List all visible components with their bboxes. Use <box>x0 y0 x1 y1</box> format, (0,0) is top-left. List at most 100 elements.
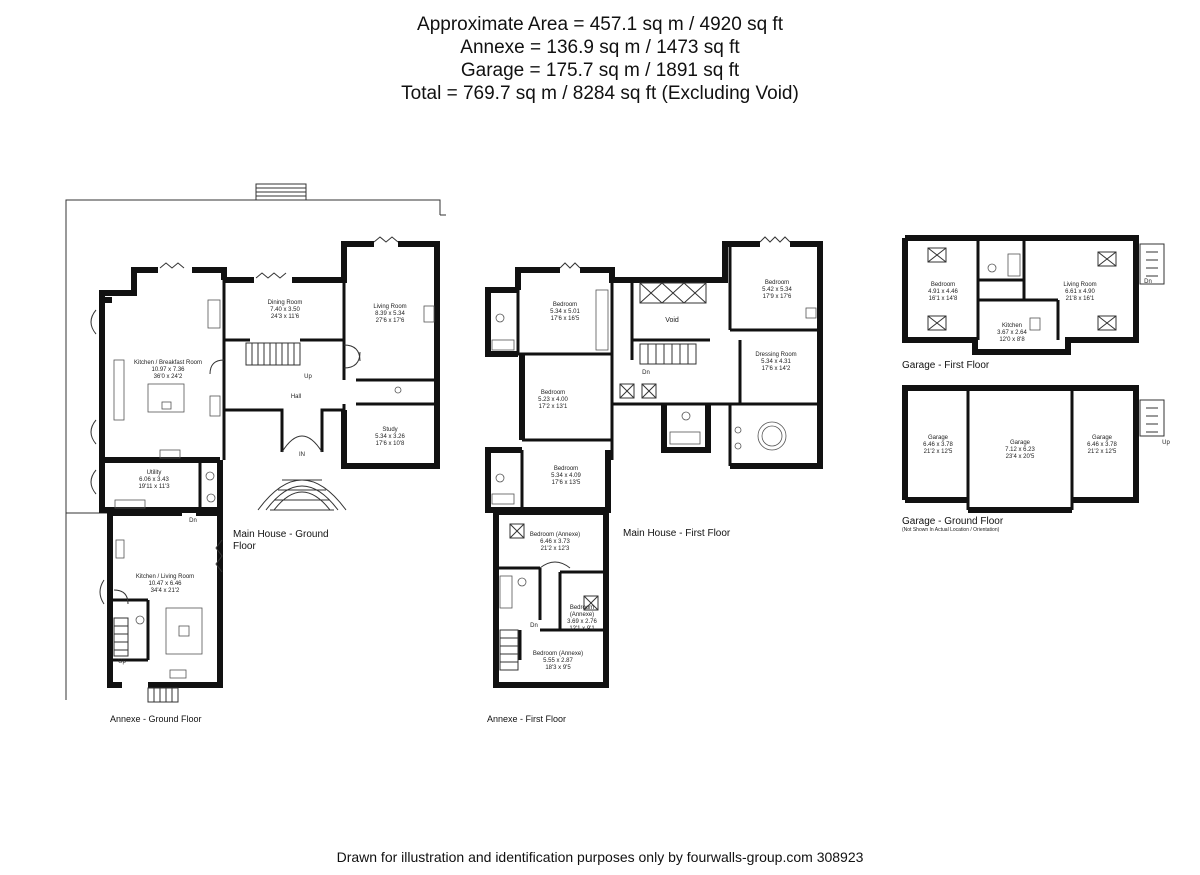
svg-text:Bedroom (Annexe): Bedroom (Annexe) <box>533 651 583 657</box>
hall-label: Hall <box>291 394 301 400</box>
svg-text:21'2 x 12'5: 21'2 x 12'5 <box>1088 449 1117 455</box>
annexe-ground-label: Annexe - Ground Floor <box>110 714 202 724</box>
garage-first-floor <box>902 235 1165 355</box>
svg-text:21'2 x 12'3: 21'2 x 12'3 <box>541 546 570 552</box>
svg-text:18'3 x 9'5: 18'3 x 9'5 <box>545 665 571 671</box>
garage-stairs-up-label: Up <box>1162 440 1170 446</box>
garage-stairs-down-label: Dn <box>1144 279 1152 285</box>
svg-text:Garage: Garage <box>1092 435 1113 441</box>
svg-text:10.97 x 7.36: 10.97 x 7.36 <box>151 367 185 373</box>
svg-text:Bedroom: Bedroom <box>931 282 955 288</box>
room-label-annexe-bedroom-2: Bedroom (Annexe) 3.69 x 2.76 12'1 x 9'1 <box>567 605 597 632</box>
total-area: Total = 769.7 sq m / 8284 sq ft (Excludi… <box>401 83 799 104</box>
stairs-up-label: Up <box>304 374 312 380</box>
annexe-first-label: Annexe - First Floor <box>487 714 566 724</box>
svg-text:Kitchen / Living Room: Kitchen / Living Room <box>136 574 194 580</box>
svg-text:6.61 x 4.90: 6.61 x 4.90 <box>1065 289 1095 295</box>
svg-text:5.23 x 4.00: 5.23 x 4.00 <box>538 397 568 403</box>
footer-disclaimer: Drawn for illustration and identificatio… <box>336 849 864 865</box>
svg-text:17'6 x 16'5: 17'6 x 16'5 <box>551 316 580 322</box>
svg-text:17'2 x 13'1: 17'2 x 13'1 <box>539 404 568 410</box>
svg-text:6.46 x 3.78: 6.46 x 3.78 <box>923 442 953 448</box>
main-house-ground-floor <box>65 183 446 700</box>
svg-text:6.06 x 3.43: 6.06 x 3.43 <box>139 477 169 483</box>
garage-ground-floor <box>902 385 1165 513</box>
room-label-living: Living Room 8.39 x 5.34 27'6 x 17'6 <box>373 304 406 324</box>
svg-text:Garage: Garage <box>928 435 949 441</box>
svg-text:21'8 x 16'1: 21'8 x 16'1 <box>1066 296 1095 302</box>
svg-text:17'9 x 17'6: 17'9 x 17'6 <box>763 294 792 300</box>
room-label-bedroom-2: Bedroom 5.42 x 5.34 17'9 x 17'6 <box>762 280 792 300</box>
annexe-area: Annexe = 136.9 sq m / 1473 sq ft <box>460 37 740 58</box>
svg-text:21'2 x 12'5: 21'2 x 12'5 <box>924 449 953 455</box>
garage-ground-label: Garage - Ground Floor <box>902 516 1004 527</box>
svg-text:Living Room: Living Room <box>373 304 406 310</box>
svg-text:5.34 x 5.01: 5.34 x 5.01 <box>550 309 580 315</box>
room-label-garage-1: Garage 6.46 x 3.78 21'2 x 12'5 <box>923 435 953 455</box>
svg-text:36'0 x 24'2: 36'0 x 24'2 <box>154 374 183 380</box>
annexe-ground-floor <box>99 510 223 703</box>
svg-text:5.34 x 4.31: 5.34 x 4.31 <box>761 359 791 365</box>
annexe-first-floor <box>493 509 609 688</box>
stairs-down-label: Dn <box>642 370 650 376</box>
room-label-garage-2: Garage 7.12 x 6.23 23'4 x 20'5 <box>1005 440 1035 460</box>
svg-text:5.34 x 4.09: 5.34 x 4.09 <box>551 473 581 479</box>
room-label-utility: Utility 6.06 x 3.43 19'11 x 11'3 <box>138 470 170 490</box>
svg-text:Dressing Room: Dressing Room <box>755 352 796 358</box>
room-label-kitchen-living: Kitchen / Living Room 10.47 x 6.46 34'4 … <box>136 574 194 594</box>
svg-text:8.39 x 5.34: 8.39 x 5.34 <box>375 311 405 317</box>
svg-text:17'6 x 10'8: 17'6 x 10'8 <box>376 441 405 447</box>
area-heading: Approximate Area = 457.1 sq m / 4920 sq … <box>417 14 783 35</box>
utility-dn-label: Dn <box>189 518 197 524</box>
room-label-dressing: Dressing Room 5.34 x 4.31 17'6 x 14'2 <box>755 352 796 372</box>
svg-text:5.34 x 3.26: 5.34 x 3.26 <box>375 434 405 440</box>
svg-text:17'6 x 14'2: 17'6 x 14'2 <box>762 366 791 372</box>
svg-text:5.55 x 2.87: 5.55 x 2.87 <box>543 658 573 664</box>
room-label-bedroom-4: Bedroom 5.34 x 4.09 17'6 x 13'5 <box>551 466 581 486</box>
svg-text:Dining Room: Dining Room <box>268 300 303 306</box>
svg-text:Bedroom: Bedroom <box>554 466 578 472</box>
svg-text:Garage: Garage <box>1010 440 1031 446</box>
room-label-garage-living: Living Room 6.61 x 4.90 21'8 x 16'1 <box>1063 282 1096 302</box>
room-label-kitchen-breakfast: Kitchen / Breakfast Room 10.97 x 7.36 36… <box>134 360 202 380</box>
room-label-garage-kitchen: Kitchen 3.67 x 2.64 12'0 x 8'8 <box>997 323 1027 343</box>
room-label-annexe-bedroom-3: Bedroom (Annexe) 5.55 x 2.87 18'3 x 9'5 <box>533 651 583 671</box>
svg-text:Bedroom: Bedroom <box>541 390 565 396</box>
svg-text:27'6 x 17'6: 27'6 x 17'6 <box>376 318 405 324</box>
main-house-ground-label-line1: Main House - Ground <box>233 529 329 540</box>
svg-text:4.91 x 4.46: 4.91 x 4.46 <box>928 289 958 295</box>
svg-text:23'4 x 20'5: 23'4 x 20'5 <box>1006 454 1035 460</box>
annexe-stairs-up-label: Up <box>118 659 126 665</box>
svg-text:10.47 x 6.46: 10.47 x 6.46 <box>148 581 182 587</box>
room-label-garage-3: Garage 6.46 x 3.78 21'2 x 12'5 <box>1087 435 1117 455</box>
svg-text:19'11 x 11'3: 19'11 x 11'3 <box>138 484 170 490</box>
svg-text:17'6 x 13'5: 17'6 x 13'5 <box>552 480 581 486</box>
svg-text:Bedroom: Bedroom <box>570 605 594 611</box>
svg-text:Kitchen: Kitchen <box>1002 323 1022 329</box>
svg-text:Living Room: Living Room <box>1063 282 1096 288</box>
room-label-annexe-bedroom-1: Bedroom (Annexe) 6.46 x 3.73 21'2 x 12'3 <box>530 532 580 552</box>
room-label-study: Study 5.34 x 3.26 17'6 x 10'8 <box>375 427 405 447</box>
svg-text:24'3 x 11'6: 24'3 x 11'6 <box>271 314 300 320</box>
garage-area: Garage = 175.7 sq m / 1891 sq ft <box>460 60 740 81</box>
svg-text:12'0 x 8'8: 12'0 x 8'8 <box>999 337 1025 343</box>
svg-text:(Annexe): (Annexe) <box>570 612 594 618</box>
svg-text:Bedroom (Annexe): Bedroom (Annexe) <box>530 532 580 538</box>
svg-text:7.12 x 6.23: 7.12 x 6.23 <box>1005 447 1035 453</box>
svg-text:5.42 x 5.34: 5.42 x 5.34 <box>762 287 792 293</box>
garage-first-label: Garage - First Floor <box>902 360 990 371</box>
svg-text:6.46 x 3.78: 6.46 x 3.78 <box>1087 442 1117 448</box>
room-label-bedroom-3: Bedroom 5.23 x 4.00 17'2 x 13'1 <box>538 390 568 410</box>
room-label-garage-bedroom: Bedroom 4.91 x 4.46 16'1 x 14'8 <box>928 282 958 302</box>
svg-text:7.40 x 3.50: 7.40 x 3.50 <box>270 307 300 313</box>
svg-text:3.67 x 2.64: 3.67 x 2.64 <box>997 330 1027 336</box>
annexe-stairs-down-label: Dn <box>530 623 538 629</box>
svg-text:Study: Study <box>382 427 397 433</box>
svg-text:34'4 x 21'2: 34'4 x 21'2 <box>151 588 180 594</box>
room-label-bedroom-1: Bedroom 5.34 x 5.01 17'6 x 16'5 <box>550 302 580 322</box>
void-label: Void <box>665 317 679 324</box>
svg-text:3.69 x 2.76: 3.69 x 2.76 <box>567 619 597 625</box>
garage-orientation-note: (Not Shown In Actual Location / Orientat… <box>902 527 1000 533</box>
main-house-first-label: Main House - First Floor <box>623 528 731 539</box>
